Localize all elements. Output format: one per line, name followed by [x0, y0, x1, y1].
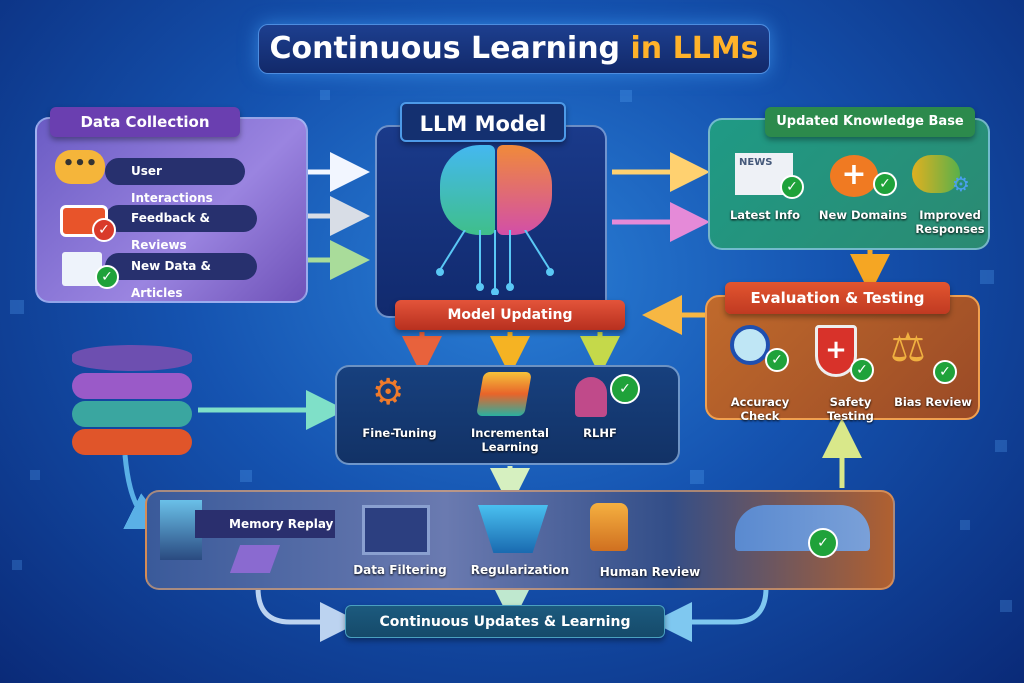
kb-label-new-domains: New Domains: [818, 208, 908, 222]
method-label-incremental: Incremental Learning: [471, 426, 549, 454]
eval-label-bias: Bias Review: [894, 395, 972, 409]
eval-label-accuracy: Accuracy Check: [730, 395, 790, 423]
plus-circle-icon: +: [830, 155, 878, 197]
model-updating-bar: Model Updating: [395, 300, 625, 330]
safeguard-label-regularization: Regularization: [470, 563, 570, 577]
data-item-user-interactions: User Interactions: [105, 158, 245, 205]
person-check-icon: [575, 377, 607, 417]
knowledge-base-header: Updated Knowledge Base: [765, 107, 975, 137]
check-icon: ✓: [873, 172, 897, 196]
check-icon: ✓: [92, 218, 116, 242]
page-title: Continuous Learning in LLMs: [258, 24, 770, 74]
brain-icon-right: [497, 145, 552, 235]
lock-sliders-icon: [590, 503, 628, 551]
continuous-updates-bar: Continuous Updates & Learning: [345, 605, 665, 638]
check-icon: ✓: [850, 358, 874, 382]
filter-box-icon: [362, 505, 430, 555]
database-stack-icon: [72, 345, 192, 455]
check-icon: ✓: [780, 175, 804, 199]
layers-icon: [476, 372, 532, 416]
data-item-new-data: New Data & Articles: [105, 253, 257, 300]
arrow: [255, 587, 360, 642]
safeguard-label-data-filtering: Data Filtering: [353, 563, 447, 577]
safeguard-label-human-review: Human Review: [599, 565, 701, 579]
eval-label-safety: Safety Testing: [827, 395, 874, 423]
check-icon: ✓: [95, 265, 119, 289]
circuit-lines-icon: [436, 230, 554, 295]
chat-bubbles-icon: •••: [55, 150, 105, 184]
brain-icon: [440, 145, 495, 235]
safeguard-label-memory-replay: Memory Replay: [195, 510, 335, 538]
arrow: [652, 587, 769, 642]
data-item-feedback: Feedback & Reviews: [105, 205, 257, 252]
brain-gear-icon: [912, 155, 960, 193]
check-icon: ✓: [765, 348, 789, 372]
check-icon: ✓: [808, 528, 838, 558]
check-icon: ✓: [610, 374, 640, 404]
check-icon: ✓: [933, 360, 957, 384]
method-label-rlhf: RLHF: [583, 426, 617, 440]
llm-model-header: LLM Model: [400, 102, 566, 142]
gears-icon: ⚙: [372, 372, 405, 413]
kb-label-latest-info: Latest Info: [729, 208, 801, 222]
newspaper-icon: NEWS: [735, 153, 793, 195]
magnifier-check-icon: [730, 325, 770, 365]
data-collection-header: Data Collection: [50, 107, 240, 137]
scales-icon: ⚖: [890, 325, 926, 371]
evaluation-header: Evaluation & Testing: [725, 282, 950, 314]
kb-label-improved-responses: Improved Responses: [915, 208, 985, 236]
method-label-fine-tuning: Fine-Tuning: [362, 426, 437, 440]
gear-icon: ⚙: [952, 172, 970, 196]
team-check-icon: [735, 505, 870, 551]
